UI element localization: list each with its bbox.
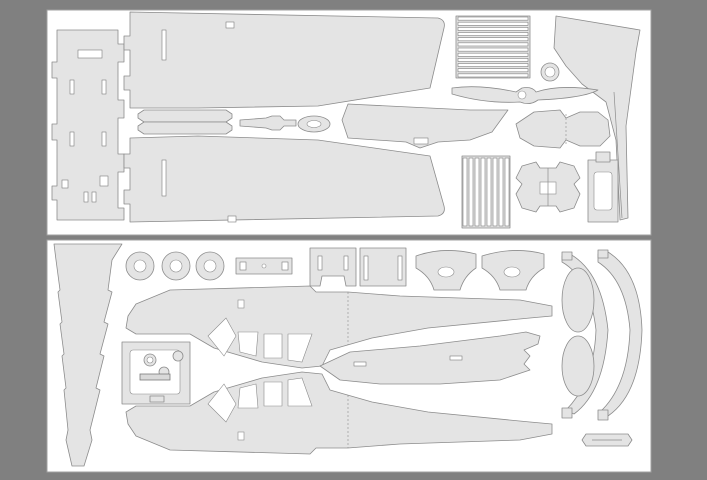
rib-slat [457,42,529,47]
engine-frame [121,341,191,405]
floor-plate [51,29,125,221]
rib-stack-bottom [461,155,511,229]
fuselage-side-upper [123,11,445,109]
washer [540,62,560,82]
strip-short [239,115,297,131]
wheel-2 [161,251,191,281]
axle-strip [235,257,293,275]
rib-slat [492,157,498,227]
gear-bracket-b [359,247,407,287]
wheel-1 [125,251,155,281]
arch-right [597,249,643,421]
rib-slat [457,32,529,36]
cowl-right [481,250,545,291]
fuselage-half-upper [125,285,553,369]
bulkhead [587,151,619,223]
rib-slat [498,157,504,227]
rib-slat [474,157,480,227]
rib-slat [457,68,529,73]
strip-long-a [137,109,233,135]
fin-tall [53,243,123,467]
rib-slat [457,58,529,62]
rib-slat [480,157,486,227]
wing-panel [341,103,509,149]
propeller [451,86,599,104]
rib-slat [457,47,529,52]
rib-slat [457,52,529,57]
rib-slat [504,157,510,227]
rib-stack-top [455,15,531,79]
stabilizer-long [319,331,541,385]
rib-slat [457,16,529,21]
canopy-ring [297,115,331,133]
tailplane [515,109,611,149]
rib-slat [457,27,529,31]
bottom-clip [581,433,633,447]
rib-slat [468,157,474,227]
rib-slat [457,63,529,67]
wheel-3 [195,251,225,281]
rib-slat [457,37,529,42]
cross-frame [515,161,581,213]
fuselage-half-lower [125,371,553,455]
rib-slat [462,157,468,227]
canopy-pieces [561,267,595,397]
rib-slat [457,21,529,26]
gear-bracket-a [309,247,357,287]
fuselage-side-lower [123,135,445,223]
rib-slat [486,157,492,227]
rib-slat [457,73,529,78]
cowl-left [415,250,477,291]
